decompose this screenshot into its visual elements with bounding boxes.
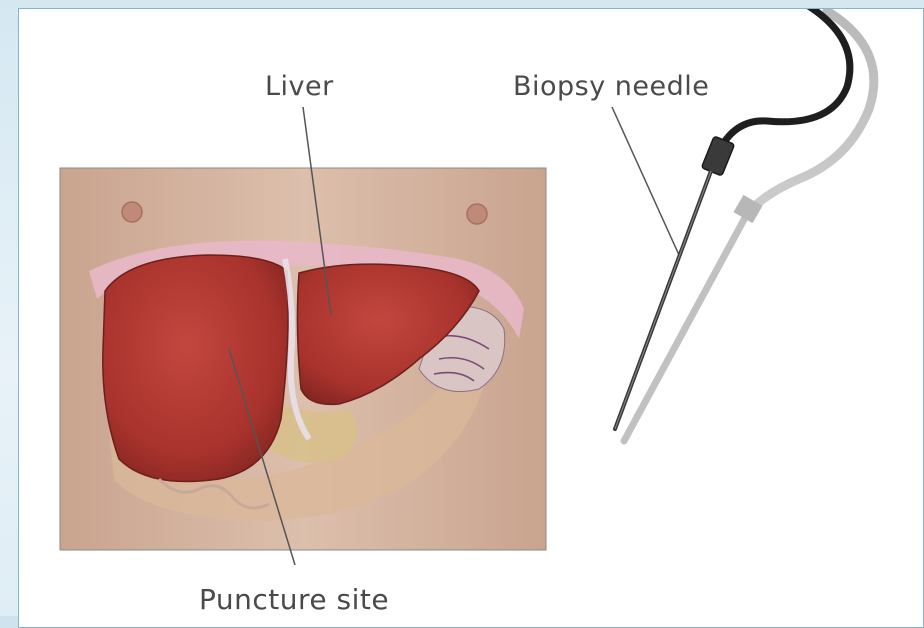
- label-puncture-site: Puncture site: [199, 583, 389, 616]
- label-liver: Liver: [265, 71, 334, 102]
- needle-leader-line: [612, 107, 679, 255]
- nipple-right: [467, 204, 487, 224]
- needle-hub: [701, 136, 734, 176]
- illustration-panel: Liver Biopsy needle Puncture site: [18, 8, 924, 628]
- nipple-left: [122, 202, 142, 222]
- needle-tube: [719, 9, 850, 151]
- label-biopsy-needle: Biopsy needle: [513, 71, 709, 102]
- liver-right-lobe: [103, 255, 288, 482]
- torso-illustration: [60, 168, 546, 550]
- illustration-canvas: [19, 9, 924, 628]
